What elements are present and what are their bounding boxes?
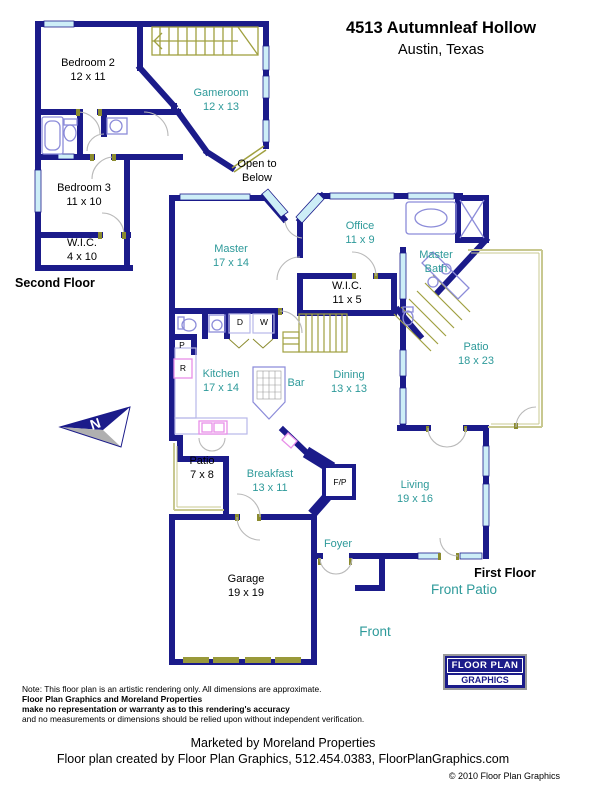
disclaimer-line4: and no measurements or dimensions should…: [22, 714, 365, 724]
room-label-wic-first: W.I.C.11 x 5: [332, 280, 362, 306]
front-label: Front: [359, 624, 391, 639]
second-floor-bath-fixtures: [41, 116, 128, 155]
logo-line2: Graphics: [447, 674, 523, 686]
second-floor-doors: [77, 111, 169, 236]
refrigerator-label: R: [179, 363, 187, 373]
disclaimer-line2: Floor Plan Graphics and Moreland Propert…: [22, 694, 203, 704]
open-to-below-railing: [231, 145, 267, 173]
fireplace-mass: [302, 446, 356, 518]
room-label-wic-second: W.I.C.4 x 10: [67, 237, 97, 263]
created-by-line: Floor plan created by Floor Plan Graphic…: [56, 752, 510, 766]
page-title: 4513 Autumnleaf Hollow: [345, 19, 537, 37]
first-floor-label: First Floor: [474, 566, 536, 580]
washer-label: W: [259, 317, 269, 327]
garage-door-strip: [183, 657, 301, 663]
front-patio-label: Front Patio: [430, 582, 498, 597]
north-arrow-icon: N: [58, 406, 131, 448]
door-jambs: [76, 109, 518, 565]
bar-tile-grid: [256, 370, 282, 400]
disclaimer-line1: Note: This floor plan is an artistic ren…: [22, 684, 322, 694]
pantry-label: P: [179, 340, 185, 350]
marketed-by-line: Marketed by Moreland Properties: [190, 736, 376, 750]
second-floor-label: Second Floor: [15, 276, 95, 290]
first-floor-stairs: [282, 313, 348, 353]
room-label-foyer: Foyer: [323, 538, 353, 550]
first-floor-doors: [198, 220, 537, 575]
patio-stairs: [393, 274, 471, 352]
side-patio-outline: [173, 443, 224, 511]
dryer-label: D: [236, 317, 244, 327]
copyright-line: © 2010 Floor Plan Graphics: [448, 771, 560, 781]
fireplace-label: F/P: [333, 477, 347, 487]
bifold-doors: [228, 338, 274, 349]
north-letter: N: [88, 415, 103, 433]
first-floor-windows: [179, 188, 490, 560]
page-subtitle: Austin, Texas: [398, 42, 484, 58]
second-floor-stairs: [151, 26, 259, 56]
first-floor-fixtures: [177, 199, 485, 333]
pink-appliances: [173, 358, 298, 449]
logo-line1: Floor Plan: [447, 658, 523, 673]
back-patio-outline: [468, 249, 543, 428]
disclaimer-note: Note: This floor plan is an artistic ren…: [22, 684, 364, 724]
disclaimer-line3: make no representation or warranty as to…: [22, 704, 290, 714]
room-label-bar: Bar: [287, 377, 305, 389]
floor-plan-graphics-logo: Floor Plan Graphics: [443, 654, 527, 690]
second-floor-windows: [34, 20, 270, 213]
